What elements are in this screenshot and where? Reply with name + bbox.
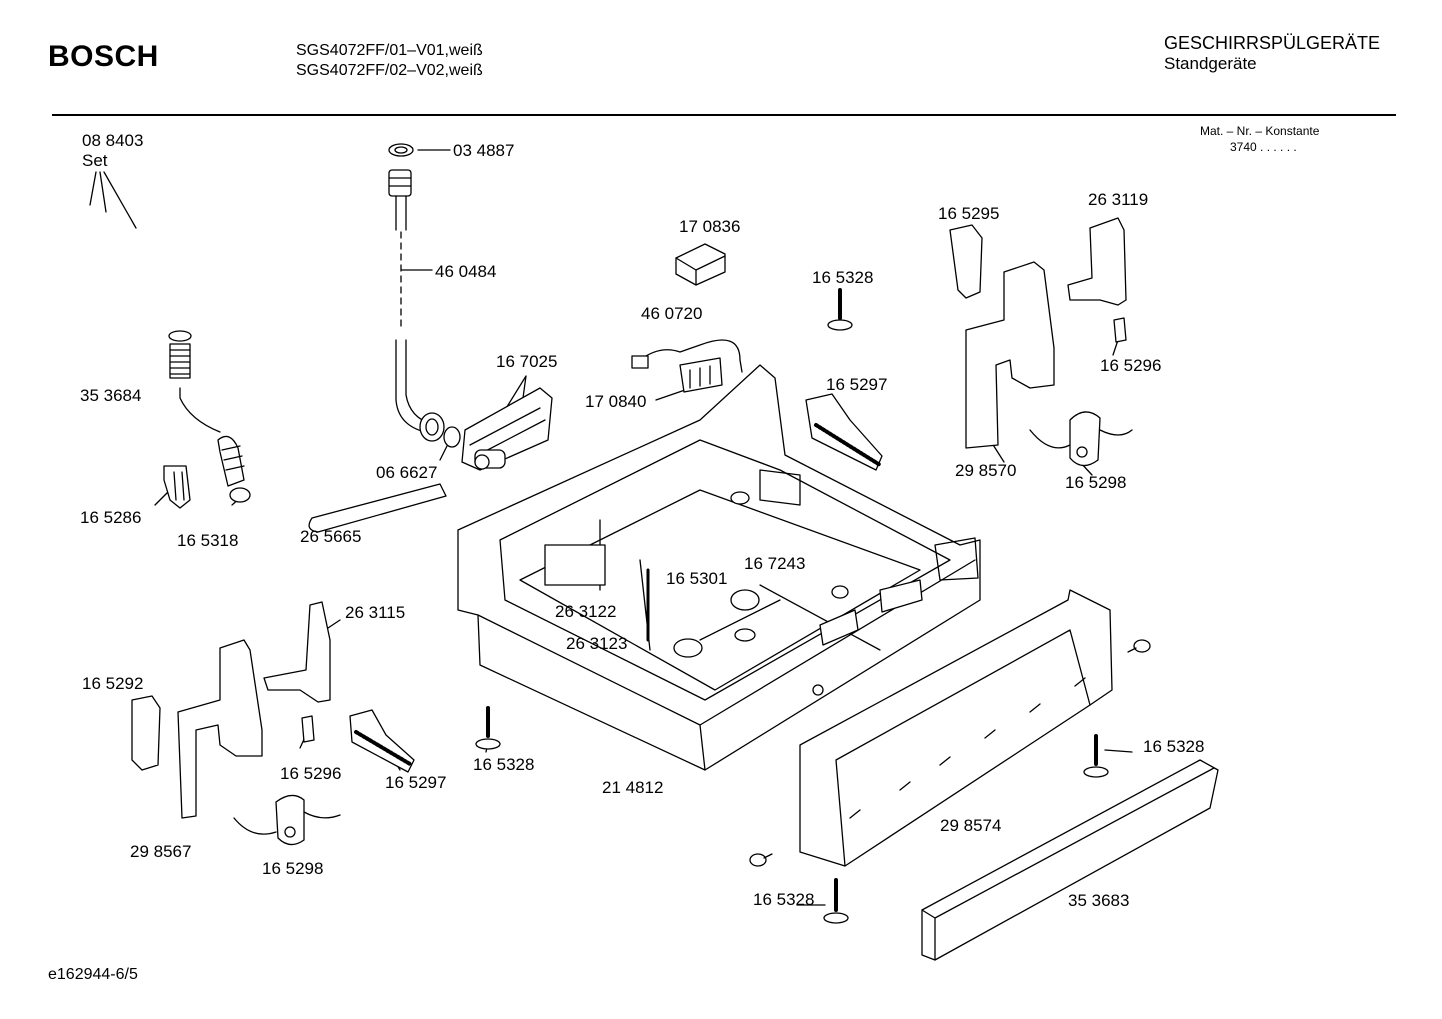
part-label: 16 7025 <box>496 352 558 371</box>
part-label: 16 5318 <box>177 531 239 550</box>
part-label: 26 5665 <box>300 527 362 546</box>
part-label: 16 5328 <box>812 268 874 287</box>
left-hinge-group <box>131 601 415 846</box>
leader-lines <box>89 149 1133 906</box>
part-label: 16 5296 <box>280 764 342 783</box>
part-label: 21 4812 <box>602 778 664 797</box>
part-label: 35 3683 <box>1068 891 1130 910</box>
category-title: GESCHIRRSPÜLGERÄTE <box>1164 33 1381 53</box>
connector-tube <box>308 483 447 533</box>
part-label: 16 5297 <box>385 773 447 792</box>
part-label: 16 5328 <box>753 890 815 909</box>
part-label: 16 7243 <box>744 554 806 573</box>
part-label: 16 5297 <box>826 375 888 394</box>
part-label: 26 3115 <box>345 603 406 622</box>
part-label: 46 0720 <box>641 304 703 323</box>
konstante-label: Mat. – Nr. – Konstante <box>1200 124 1320 138</box>
part-label: 26 3119 <box>1088 190 1149 209</box>
header-divider <box>52 114 1396 116</box>
part-label: 29 8567 <box>130 842 192 861</box>
part-label: 16 5301 <box>666 569 728 588</box>
kickboard-panel <box>799 589 1113 867</box>
model-line-2: SGS4072FF/02–V02,weiß <box>296 62 483 79</box>
part-label: 16 5328 <box>473 755 535 774</box>
electronics-parts <box>631 243 743 393</box>
subcategory-title: Standgeräte <box>1164 54 1257 73</box>
part-label: 16 5298 <box>262 859 324 878</box>
konstante-value: 3740 . . . . . . <box>1230 140 1297 154</box>
water-inlet-valve <box>461 387 553 471</box>
brand-logo: BOSCH <box>48 40 159 73</box>
inlet-hose-assembly <box>388 143 461 448</box>
drain-hose-assembly <box>163 330 251 509</box>
part-label: 26 3123 <box>566 634 628 653</box>
base-tub <box>457 364 981 771</box>
plinth-strip <box>921 759 1219 961</box>
part-label: 17 0836 <box>679 217 741 236</box>
part-label: 16 5296 <box>1100 356 1162 375</box>
right-hinge-group <box>805 217 1133 471</box>
part-label: 29 8570 <box>955 461 1017 480</box>
part-label: 16 5298 <box>1065 473 1127 492</box>
part-label: Set <box>82 151 108 170</box>
drawing-id: e162944-6/5 <box>48 966 138 983</box>
screws <box>475 288 1151 924</box>
part-label: 17 0840 <box>585 392 647 411</box>
part-label: 35 3684 <box>80 386 142 405</box>
part-label: 06 6627 <box>376 463 438 482</box>
part-label: 29 8574 <box>940 816 1002 835</box>
part-label: 16 5328 <box>1143 737 1205 756</box>
part-label: 16 5286 <box>80 508 142 527</box>
part-label: 08 8403 <box>82 131 144 150</box>
part-label: 16 5292 <box>82 674 144 693</box>
part-label: 46 0484 <box>435 262 497 281</box>
part-label: 03 4887 <box>453 141 515 160</box>
part-label: 26 3122 <box>555 602 617 621</box>
part-label: 16 5295 <box>938 204 1000 223</box>
model-line-1: SGS4072FF/01–V01,weiß <box>296 42 483 59</box>
